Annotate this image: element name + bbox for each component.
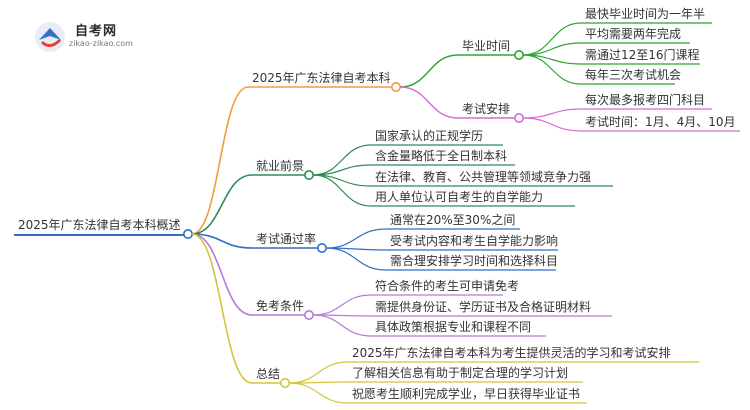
leaf-label: 最快毕业时间为一年半 xyxy=(585,7,705,21)
node-connector-dot[interactable] xyxy=(303,309,314,320)
leaf-label: 含金量略低于全日制本科 xyxy=(375,148,507,163)
connector-line xyxy=(522,54,582,85)
leaf-label: 祝愿考生顺利完成学业，早日获得毕业证书 xyxy=(352,386,580,401)
logo-title: 自考网 xyxy=(75,24,118,39)
branch-label: 免考条件 xyxy=(256,298,304,313)
branch-label: 2025年广东法律自考本科 xyxy=(252,71,391,85)
leaf-label: 2025年广东法律自考本科为考生提供灵活的学习和考试安排 xyxy=(352,345,671,360)
branch-label: 考试通过率 xyxy=(256,231,316,246)
node-connector-dot[interactable] xyxy=(303,170,314,181)
connector-line xyxy=(191,233,253,384)
leaf-label: 用人单位认可自考生的自学能力 xyxy=(375,189,543,204)
leaf-label: 考试时间：1月、4月、10月 xyxy=(585,114,736,129)
node-connector-dot[interactable] xyxy=(390,82,401,93)
leaf-label: 国家承认的正规学历 xyxy=(375,128,483,143)
connector-line xyxy=(522,22,582,56)
connector-line xyxy=(399,54,459,88)
connector-line xyxy=(522,117,582,132)
connector-line xyxy=(191,174,253,235)
root-node-label: 2025年广东法律自考本科概述 xyxy=(18,218,181,232)
logo-url: zikao-zikao.com xyxy=(69,39,133,48)
leaf-label: 平均需要两年完成 xyxy=(585,26,681,41)
connector-line xyxy=(522,108,582,119)
connector-line xyxy=(312,294,372,316)
sub-branch-label: 考试安排 xyxy=(462,101,510,116)
leaf-label: 符合条件的考生可申请免考 xyxy=(375,278,519,293)
leaf-label: 受考试内容和考生自学能力影响 xyxy=(390,233,558,248)
node-connector-dot[interactable] xyxy=(513,49,524,60)
connector-line xyxy=(191,233,253,249)
branch-label: 就业前景 xyxy=(256,158,304,173)
leaf-label: 具体政策根据专业和课程不同 xyxy=(375,319,531,334)
connector-line xyxy=(325,247,387,271)
site-logo[interactable]: 自考网 zikao-zikao.com xyxy=(33,18,153,58)
connector-line xyxy=(191,233,253,316)
leaf-label: 需提供身份证、学历证书及合格证明材料 xyxy=(375,299,591,314)
connector-line xyxy=(312,174,372,207)
logo-badge-icon xyxy=(35,22,65,52)
connector-line xyxy=(522,42,582,56)
connector-line xyxy=(288,361,349,384)
connector-line xyxy=(191,86,249,235)
leaf-label: 每年三次考试机会 xyxy=(585,67,681,82)
branch-label: 总结 xyxy=(256,367,280,381)
leaf-label: 需合理安排学习时间和选择科目 xyxy=(390,253,558,268)
node-connector-dot[interactable] xyxy=(316,243,327,254)
leaf-label: 每次最多报考四门科目 xyxy=(585,92,705,107)
connector-line xyxy=(399,86,459,119)
node-connector-dot[interactable] xyxy=(183,229,194,240)
leaf-label: 通常在20%至30%之间 xyxy=(390,213,515,227)
node-connector-dot[interactable] xyxy=(513,113,524,124)
leaf-label: 需通过12至16门课程 xyxy=(585,47,700,62)
connector-line xyxy=(288,382,349,404)
connector-line xyxy=(325,228,387,249)
sub-branch-label: 毕业时间 xyxy=(462,39,510,53)
leaf-label: 了解相关信息有助于制定合理的学习计划 xyxy=(352,365,568,380)
leaf-label: 在法律、教育、公共管理等领域竞争力强 xyxy=(375,169,591,184)
node-connector-dot[interactable] xyxy=(279,377,290,388)
connector-line xyxy=(312,314,372,337)
